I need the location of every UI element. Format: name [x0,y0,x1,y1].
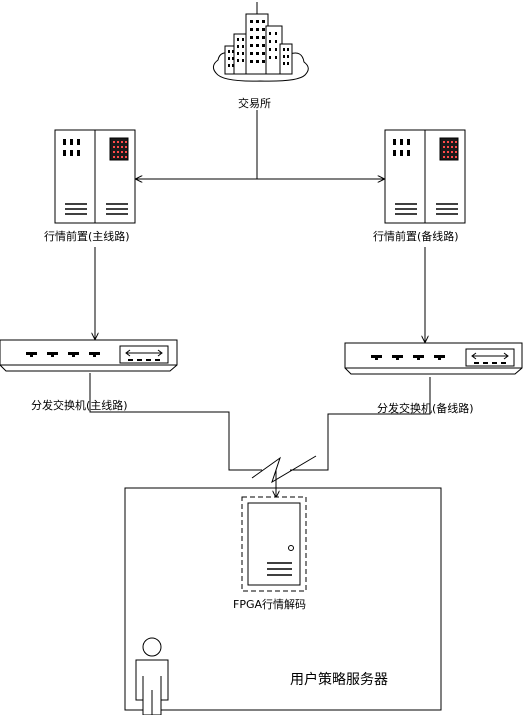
switch-main-to-fpga-link [89,373,262,471]
fpga-label: FPGA行情解码 [233,598,307,611]
user-server-label: 用户策略服务器 [290,672,388,688]
front-server-backup-icon [384,129,466,224]
front-backup-label: 行情前置(备线路) [373,230,459,243]
front-main-label: 行情前置(主线路) [44,230,130,243]
lightning-bolt-icon [251,455,317,497]
user-person-icon [135,637,169,715]
switch-backup-icon [344,342,523,375]
user-strategy-server-box [124,487,442,711]
fpga-card-icon [241,496,307,592]
switch-backup-label: 分发交换机(备线路) [377,402,474,415]
exchange-building-icon [212,2,309,82]
switch-main-icon [0,339,178,372]
exchange-label: 交易所 [238,97,271,110]
switch-backup-to-fpga-link [290,377,431,471]
front-server-main-icon [54,129,136,224]
switch-main-label: 分发交换机(主线路) [31,399,128,412]
